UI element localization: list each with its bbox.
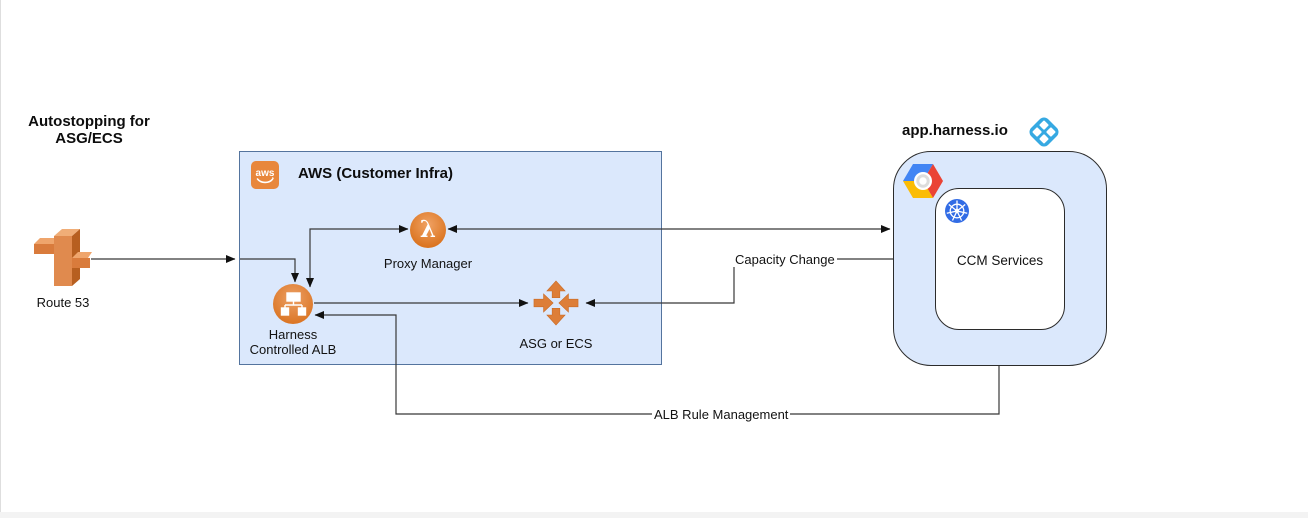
alb-rule-management-label: ALB Rule Management [652,407,791,422]
diagram-title: Autostopping for ASG/ECS [28,113,150,147]
google-cloud-icon [902,163,944,199]
lambda-icon: λ [410,212,446,248]
alb-label: Harness Controlled ALB [249,327,337,357]
canvas-left-border [0,0,1,518]
route53-label: Route 53 [36,295,90,310]
proxy-manager-label: Proxy Manager [383,256,473,271]
harness-group-title: app.harness.io [902,122,1008,139]
canvas-bottom-strip [0,512,1308,518]
aws-group-title: AWS (Customer Infra) [298,165,454,182]
alb-icon [273,284,313,324]
route53-icon [32,226,94,290]
harness-logo-icon [1026,114,1062,150]
asg-arrows-icon [533,280,579,326]
capacity-change-label: Capacity Change [733,252,837,267]
ccm-services-label: CCM Services [956,253,1044,268]
asg-label: ASG or ECS [519,336,593,351]
aws-logo-icon: aws [251,161,279,189]
kubernetes-icon [945,199,969,223]
lambda-glyph: λ [419,215,437,243]
svg-text:aws: aws [256,168,275,179]
